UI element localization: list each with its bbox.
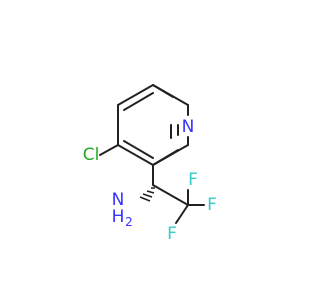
molecule-diagram: N Cl N H 2 F F F <box>82 84 217 244</box>
amine-hydrogen-subscript: 2 <box>125 215 133 229</box>
bond-c4-c3 <box>117 144 154 166</box>
fluorine-bottom-label: F <box>167 224 177 244</box>
chlorine-label: Cl <box>83 145 100 165</box>
ring-nitrogen-label: N <box>182 117 195 137</box>
hashed-wedge-bond <box>139 187 155 202</box>
bond-chiral-cf3 <box>152 184 189 206</box>
ring-outline <box>152 84 189 166</box>
bond-c-cl <box>99 144 119 156</box>
bond-cf3-f-bottom <box>175 204 189 224</box>
bond-c5-c5-double <box>123 92 154 111</box>
amine-nitrogen-label: N <box>112 190 125 210</box>
structure-svg: N Cl N H 2 F F F <box>83 84 217 244</box>
amine-hydrogen-label: H <box>112 207 125 227</box>
bond-c6-c5 <box>117 84 154 106</box>
fluorine-top-label: F <box>188 170 198 190</box>
bond-c4-c3-double <box>123 140 154 159</box>
fluorine-right-label: F <box>207 195 217 215</box>
